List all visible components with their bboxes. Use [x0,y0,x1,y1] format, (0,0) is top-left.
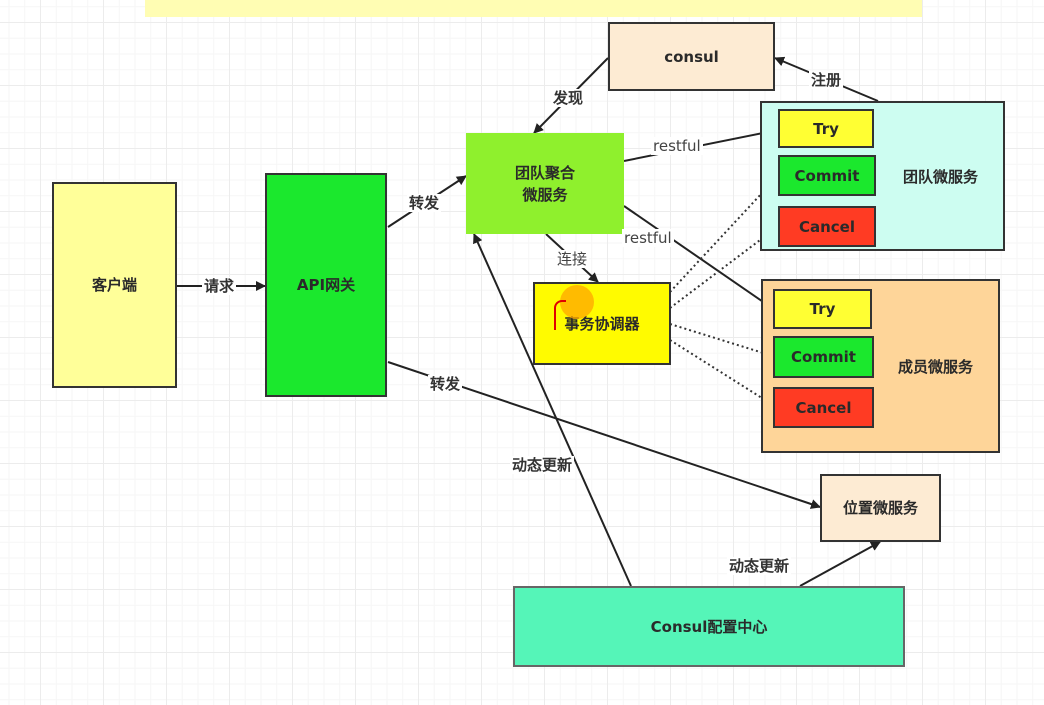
edge-label-dynamic-update-location: 动态更新 [727,557,792,575]
edge-coord-team-cancel [669,227,777,309]
edge-dynamic-update-location [799,541,881,587]
transaction-coordinator-label: 事务协调器 [564,314,640,333]
member-cancel-node[interactable]: Cancel [773,387,874,428]
edge-label-connect: 连接 [555,250,590,268]
team-commit-label: Commit [794,166,860,185]
edge-label-restful-2: restful [622,229,674,247]
consul-label: consul [664,47,719,66]
pen-stroke-icon [554,300,566,330]
location-service-node[interactable]: 位置微服务 [820,474,941,542]
team-cancel-node[interactable]: Cancel [778,206,876,247]
member-try-node[interactable]: Try [773,289,872,329]
member-commit-node[interactable]: Commit [773,336,874,378]
edge-coord-member-commit [669,323,774,359]
consul-config-center-node[interactable]: Consul配置中心 [513,586,905,667]
member-try-label: Try [809,300,836,318]
edge-dynamic-update-team [473,233,632,587]
team-try-label: Try [813,119,839,138]
member-cancel-label: Cancel [795,398,852,417]
team-aggregate-service-node[interactable]: 团队聚合 微服务 [466,133,624,234]
edge-coord-team-commit [669,177,777,293]
client-label: 客户端 [91,276,137,294]
team-commit-node[interactable]: Commit [778,155,876,196]
edge-label-discover: 发现 [551,89,586,107]
edge-label-restful-1: restful [651,137,703,155]
team-aggregate-label-line2: 微服务 [522,185,568,204]
team-aggregate-label-line1: 团队聚合 [514,163,575,182]
top-highlight-bar [145,0,922,17]
member-commit-label: Commit [791,348,856,366]
edge-label-forward-location: 转发 [428,375,463,393]
edge-restful-member-try [623,205,773,309]
edge-coord-member-cancel [669,339,774,406]
api-gateway-label: API网关 [296,276,356,294]
member-service-label: 成员微服务 [898,358,974,376]
edge-label-dynamic-update-team: 动态更新 [510,456,575,474]
location-service-label: 位置微服务 [842,499,918,517]
edge-label-forward-team: 转发 [407,194,442,212]
edge-label-register: 注册 [809,71,844,89]
team-service-label: 团队微服务 [903,168,979,186]
consul-config-center-label: Consul配置中心 [650,617,768,636]
team-try-node[interactable]: Try [778,109,874,148]
team-cancel-label: Cancel [798,217,855,236]
api-gateway-node[interactable]: API网关 [265,173,387,397]
consul-node[interactable]: consul [608,22,775,91]
client-node[interactable]: 客户端 [52,182,177,388]
edge-label-request: 请求 [202,277,237,295]
